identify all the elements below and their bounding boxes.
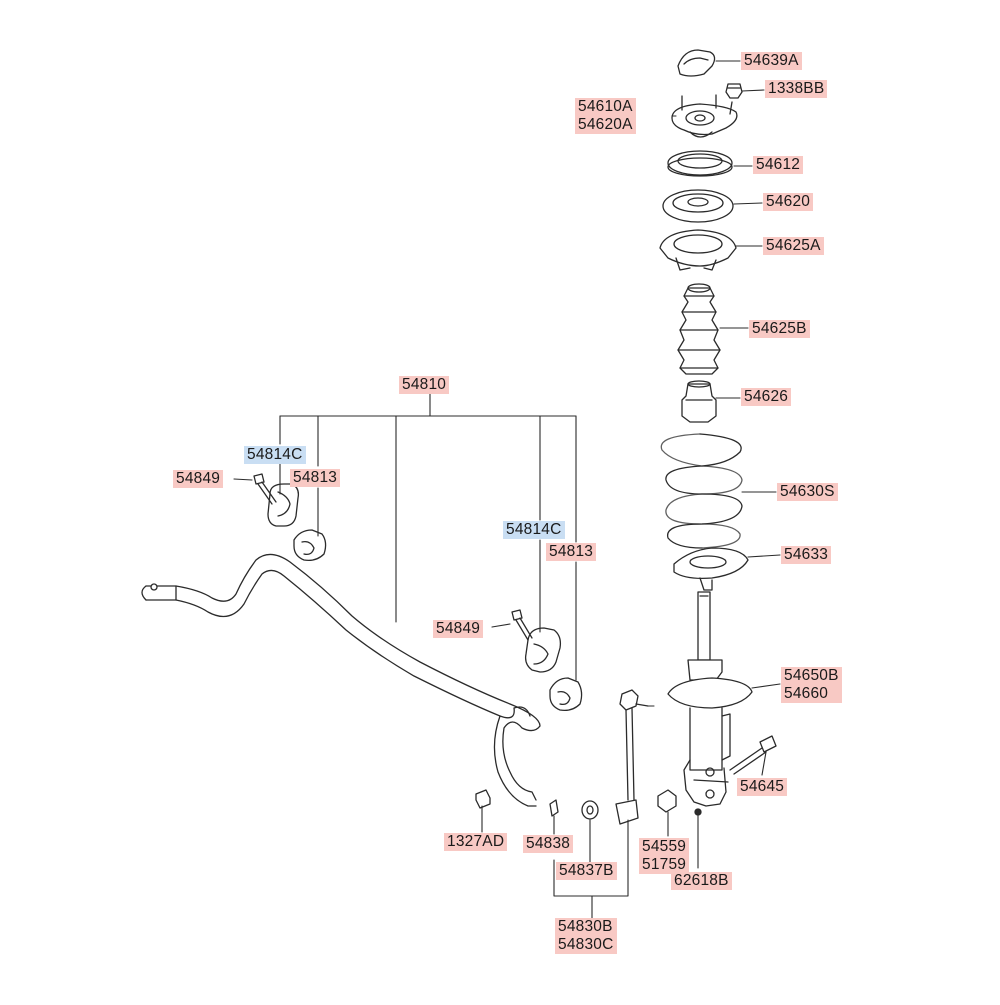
bushing-part-54813-right [549,677,583,712]
mount-part-54610A [671,94,738,138]
cap-part-54639A [677,49,716,77]
label-1338BB: 1338BB [765,80,828,98]
clip-part-54838 [549,799,559,817]
label-54830B: 54830B [558,918,613,935]
label-54830C: 54830C [558,936,614,953]
label-54838: 54838 [523,835,574,853]
label-54626: 54626 [741,388,792,406]
nut-part-54559 [657,789,677,813]
label-54814C-right: 54814C [503,521,565,539]
link-part-54830B [615,689,649,825]
label-54849-right: 54849 [433,620,484,638]
bumper-part-54626 [681,380,717,423]
bearing-part-54612 [667,150,733,177]
seat-part-54625A [659,229,737,271]
label-54610A: 54610A [578,98,633,115]
nut-part-1327AD [475,789,491,809]
leader-lines [233,60,781,919]
label-54625A: 54625A [763,237,824,255]
coil-spring-part-54630S [660,433,743,549]
bracket-part-54814C-right [524,627,562,673]
label-54650B-54660: 54650B 54660 [781,667,842,703]
label-51759: 51759 [642,856,687,873]
label-54620A: 54620A [578,116,633,133]
label-54610A-54620A: 54610A 54620A [575,98,636,134]
spring-seat-part-54633 [673,547,749,591]
label-54645: 54645 [737,778,788,796]
bolt-part-54849-right [511,609,533,641]
label-54660: 54660 [784,685,829,702]
boot-part-54625B [677,283,721,375]
label-54810: 54810 [399,376,450,394]
label-54650B: 54650B [784,667,839,684]
label-54813-left: 54813 [290,469,341,487]
bushing-part-54837B [581,800,599,820]
label-54559: 54559 [642,838,687,855]
label-54837B: 54837B [556,862,617,880]
label-54814C-left: 54814C [244,446,306,464]
washer-part-62618B [694,808,702,816]
label-54612: 54612 [753,156,804,174]
label-54639A: 54639A [741,52,802,70]
bracket-part-54814C-left [267,483,300,527]
seat-part-54620 [662,189,734,223]
bolt-part-54645 [729,735,777,775]
label-54559-51759: 54559 51759 [639,838,690,874]
label-54813-right: 54813 [546,543,597,561]
label-54849-left: 54849 [173,470,224,488]
label-54620: 54620 [763,193,814,211]
label-54625B: 54625B [749,320,810,338]
label-54630S: 54630S [777,483,838,501]
label-62618B: 62618B [671,872,732,890]
stabilizer-bar-part-54810 [141,553,541,807]
label-54633: 54633 [781,546,832,564]
label-54830B-54830C: 54830B 54830C [555,918,617,954]
bushing-part-54813-left [293,529,327,562]
nut-part-1338BB [725,83,743,99]
bolt-part-54849-left [253,473,277,505]
label-1327AD: 1327AD [444,833,508,851]
strut-part-54650B [667,591,753,807]
